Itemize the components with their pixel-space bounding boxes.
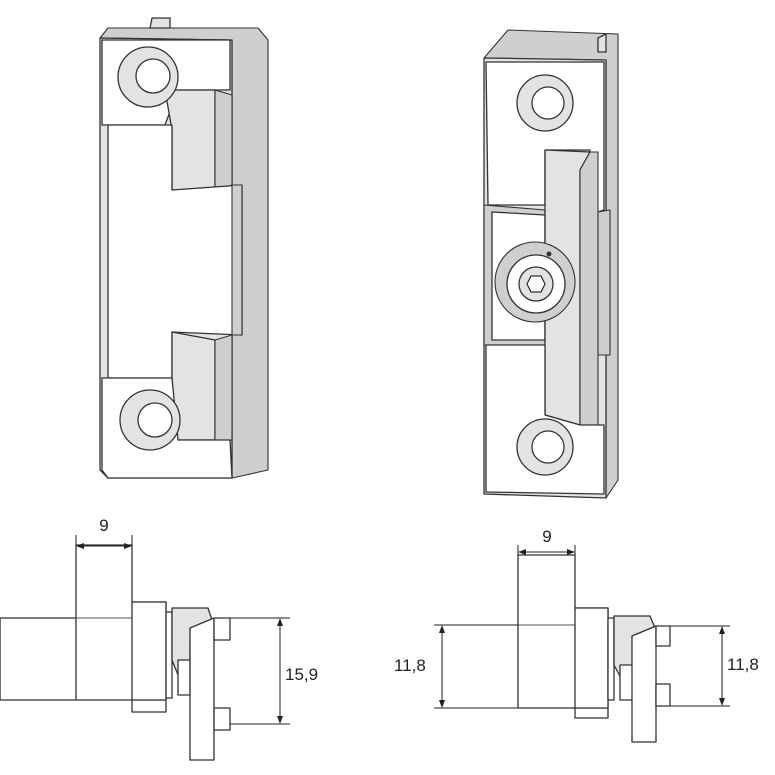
right-keep-3d-view bbox=[483, 29, 619, 499]
left-keep-side-view bbox=[0, 544, 231, 761]
dim-left-height-label: 15,9 bbox=[285, 665, 318, 684]
dimension-left-height: 15,9 bbox=[230, 617, 318, 725]
eccentric-cam bbox=[494, 241, 576, 323]
dimension-left-width: 9 bbox=[75, 516, 133, 549]
dim-left-width-label: 9 bbox=[99, 516, 108, 535]
dim-right-width-label: 9 bbox=[542, 527, 551, 546]
dimension-right-height-right: 11,8 bbox=[670, 625, 759, 707]
left-keep-3d-view bbox=[99, 17, 269, 479]
dim-right-height-left-label: 11,8 bbox=[394, 656, 426, 675]
right-keep-side-view bbox=[517, 554, 671, 743]
dimension-right-width: 9 bbox=[517, 527, 576, 555]
dimension-right-height-left: 11,8 bbox=[394, 624, 518, 709]
dim-right-height-right-label: 11,8 bbox=[727, 655, 759, 674]
